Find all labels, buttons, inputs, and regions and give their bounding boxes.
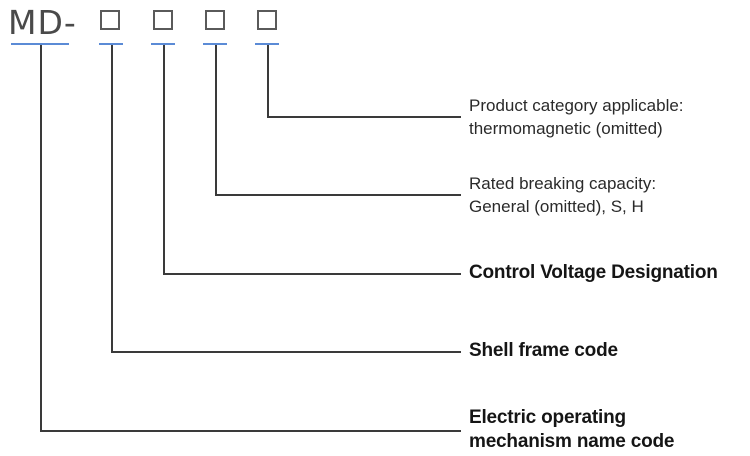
connector-box-2-horizontal — [163, 273, 461, 275]
connector-box-1-vertical — [111, 45, 113, 352]
code-box-2 — [153, 10, 173, 30]
connector-box-4-vertical — [267, 45, 269, 117]
box-3-underline — [203, 43, 227, 45]
box-4-underline — [255, 43, 279, 45]
connector-box-3-vertical — [215, 45, 217, 195]
legend-rated-breaking-capacity-line-2: General (omitted), S, H — [469, 197, 644, 216]
box-2-underline — [151, 43, 175, 45]
legend-product-category: Product category applicable: thermomagne… — [469, 94, 684, 140]
connector-box-4-horizontal — [267, 116, 461, 118]
connector-prefix-horizontal — [40, 430, 461, 432]
legend-shell-frame-code: Shell frame code — [469, 339, 618, 363]
connector-prefix-vertical — [40, 45, 42, 431]
legend-control-voltage-line-1: Control Voltage Designation — [469, 262, 718, 283]
legend-rated-breaking-capacity: Rated breaking capacity: General (omitte… — [469, 172, 656, 218]
legend-control-voltage: Control Voltage Designation — [469, 261, 718, 285]
code-box-1 — [100, 10, 120, 30]
connector-box-1-horizontal — [111, 351, 461, 353]
code-box-3 — [205, 10, 225, 30]
legend-shell-frame-code-line-1: Shell frame code — [469, 340, 618, 361]
legend-mechanism-name-code-line-1: Electric operating — [469, 407, 626, 428]
legend-mechanism-name-code-line-2: mechanism name code — [469, 431, 675, 452]
code-box-4 — [257, 10, 277, 30]
model-prefix: MD- — [8, 3, 77, 42]
connector-box-2-vertical — [163, 45, 165, 274]
connector-box-3-horizontal — [215, 194, 461, 196]
legend-rated-breaking-capacity-line-1: Rated breaking capacity: — [469, 174, 657, 193]
legend-mechanism-name-code: Electric operating mechanism name code — [469, 406, 674, 454]
legend-product-category-line-2: thermomagnetic (omitted) — [469, 119, 663, 138]
legend-product-category-line-1: Product category applicable: — [469, 96, 684, 115]
box-1-underline — [99, 43, 123, 45]
prefix-underline — [11, 43, 69, 45]
